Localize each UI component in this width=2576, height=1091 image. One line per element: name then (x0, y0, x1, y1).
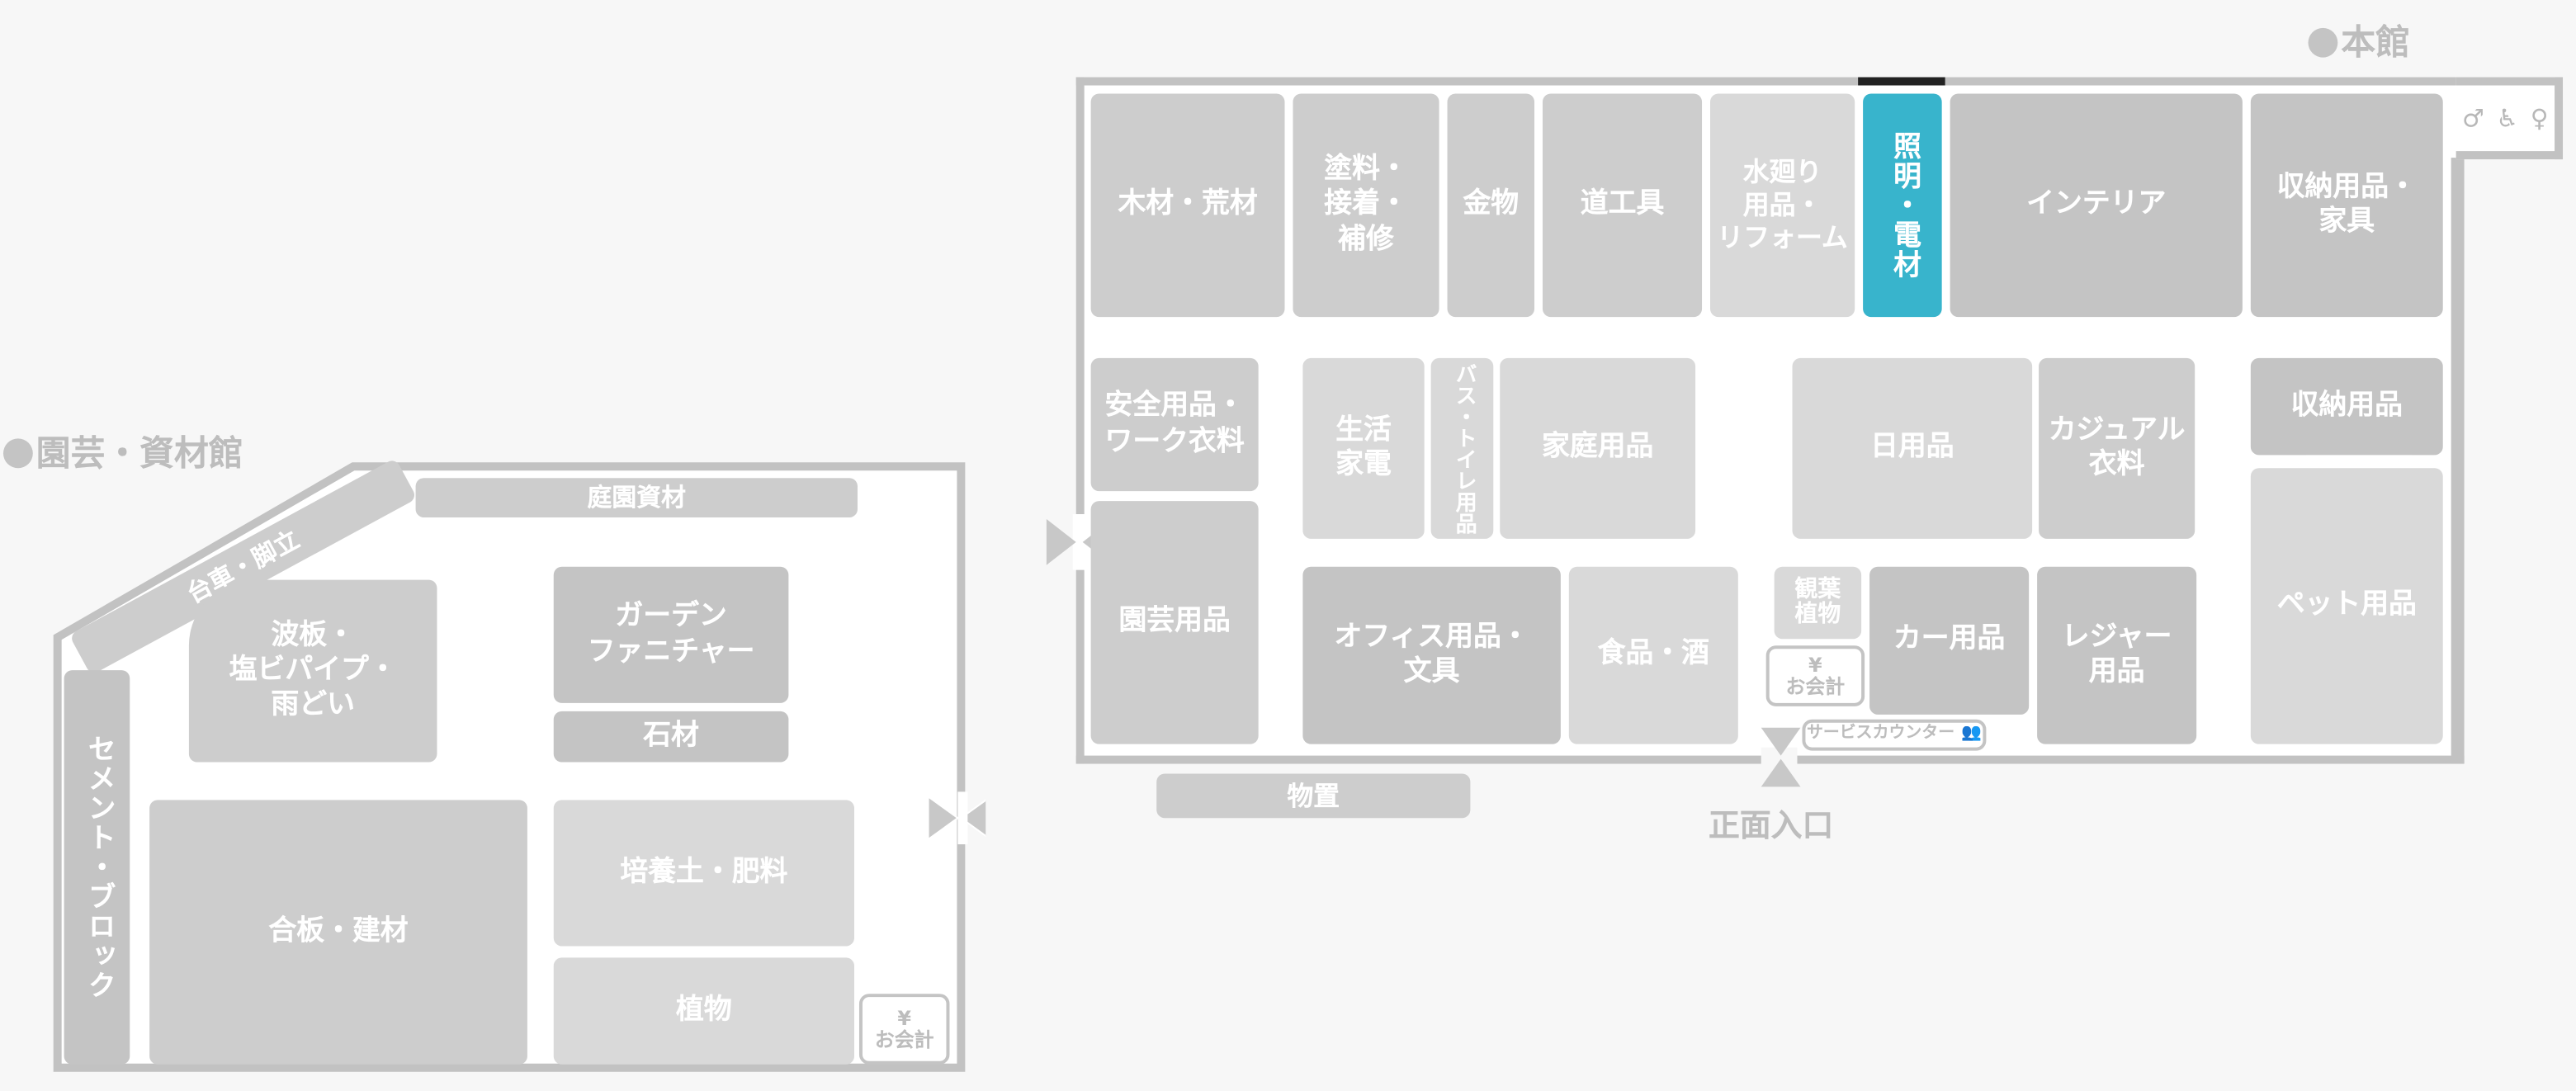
service-counter[interactable]: サービスカウンター 👥 (1802, 719, 1987, 751)
section-wood[interactable]: 木材・荒材 (1090, 93, 1285, 318)
marker-dot-icon (2308, 27, 2338, 58)
front-entrance-label: 正面入口 (1709, 808, 1834, 845)
restroom-area[interactable]: ♂ ♿ ♀ (2455, 77, 2564, 160)
female-restroom-icon: ♀ (2530, 103, 2549, 134)
section-food-liquor[interactable]: 食品・酒 (1568, 566, 1738, 744)
section-plywood[interactable]: 合板・建材 (149, 800, 527, 1065)
section-office-stationery[interactable]: オフィス用品・ 文具 (1302, 566, 1561, 744)
section-bath-toilet[interactable]: バス・トイレ用品 (1430, 357, 1494, 539)
service-counter-label: サービスカウンター (1806, 725, 1955, 744)
section-soil-fertilizer[interactable]: 培養土・肥料 (553, 800, 855, 947)
service-staff-icon: 👥 (1961, 725, 1982, 744)
door-arrow-icon (959, 799, 986, 838)
main-building-title: 本館 (2308, 17, 2410, 66)
male-restroom-icon: ♂ (2461, 103, 2484, 134)
section-leisure[interactable]: レジャー 用品 (2037, 566, 2197, 744)
section-household[interactable]: 家庭用品 (1500, 357, 1696, 539)
yen-icon: ¥ (897, 1006, 912, 1030)
yen-icon: ¥ (1808, 653, 1822, 677)
checkout-label: お会計 (874, 1027, 934, 1051)
wheelchair-icon: ♿ (2496, 103, 2519, 134)
garden-building-title: 園芸・資材館 (2, 427, 243, 477)
section-daily-goods[interactable]: 日用品 (1792, 357, 2033, 539)
section-garden-materials[interactable]: 庭園資材 (415, 478, 858, 517)
section-paint-adhesive[interactable]: 塗料・ 接着・ 補修 (1293, 93, 1439, 318)
section-pet[interactable]: ペット用品 (2250, 468, 2443, 744)
section-tools[interactable]: 道工具 (1542, 93, 1703, 318)
main-building-east-wall (2451, 158, 2465, 764)
front-entrance-arrows (1761, 727, 1801, 787)
section-safety-workwear[interactable]: 安全用品・ ワーク衣料 (1090, 357, 1259, 492)
door-arrow-icon (927, 795, 960, 842)
marker-dot-icon (2, 438, 33, 469)
section-cement-block[interactable]: セメント・ブロック (64, 670, 130, 1065)
section-lighting-electrical[interactable]: 照明・電材 (1863, 93, 1942, 318)
section-stone[interactable]: 石材 (553, 711, 789, 763)
door-arrow-icon (1046, 518, 1076, 565)
section-plants[interactable]: 植物 (553, 957, 855, 1065)
section-foliage-plants[interactable]: 観葉 植物 (1774, 566, 1862, 640)
section-garden-furniture[interactable]: ガーデン ファニチャー (553, 566, 789, 703)
west-door (1072, 513, 1088, 570)
section-interior[interactable]: インテリア (1950, 93, 2243, 318)
entrance-arrow-icon (1761, 758, 1801, 787)
section-storage[interactable]: 収納用品 (2250, 357, 2443, 456)
garden-side-door (957, 791, 968, 845)
checkout-label: お会計 (1785, 674, 1846, 697)
back-door (1858, 77, 1945, 86)
section-water-reform[interactable]: 水廻り 用品・ リフォーム (1710, 93, 1855, 318)
section-appliances[interactable]: 生活 家電 (1302, 357, 1425, 539)
section-hardware[interactable]: 金物 (1447, 93, 1535, 318)
section-storage-shed[interactable]: 物置 (1156, 773, 1471, 819)
front-entrance-gap (1761, 747, 1798, 767)
section-car[interactable]: カー用品 (1869, 566, 2030, 715)
garden-building-title-text: 園芸・資材館 (35, 433, 243, 474)
section-casual-clothing[interactable]: カジュアル 衣料 (2039, 357, 2196, 539)
section-storage-furniture[interactable]: 収納用品・ 家具 (2250, 93, 2443, 318)
section-gardening[interactable]: 園芸用品 (1090, 501, 1259, 744)
main-building-title-text: 本館 (2341, 22, 2410, 63)
garden-checkout[interactable]: ¥ お会計 (858, 994, 950, 1065)
main-checkout[interactable]: ¥ お会計 (1765, 645, 1865, 706)
section-corrugated-pipes[interactable]: 波板・ 塩ビパイプ・ 雨どい (188, 579, 437, 763)
entrance-arrow-icon (1761, 727, 1801, 756)
